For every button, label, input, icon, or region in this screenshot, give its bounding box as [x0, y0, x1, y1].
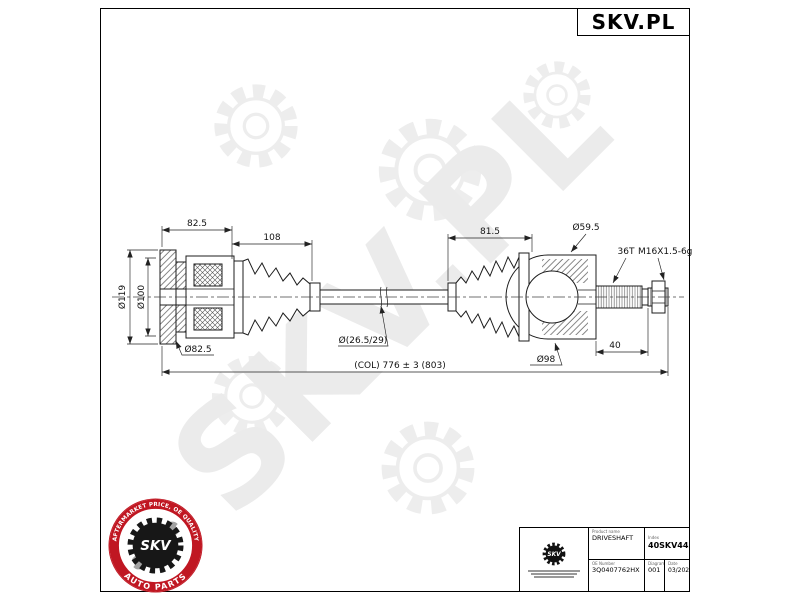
diagram-no-value: 001 [648, 565, 661, 574]
skv-badge: AFTERMARKET PRICE, OE QUALITY AUTO PARTS… [108, 498, 203, 593]
dia-shaft-label: Ø(26.5/29) [339, 335, 388, 346]
date-label: Date [668, 560, 678, 566]
inner-flange [159, 249, 187, 345]
drawing-frame [100, 8, 690, 592]
title-block-logo-text: SKV [547, 552, 561, 558]
dim-dia-shaft: Ø(26.5/29) [338, 305, 389, 347]
index-value: 40SKV443 [648, 540, 689, 550]
dim-81-5-label: 81.5 [480, 227, 500, 237]
diagram-no-label: Diagram No [648, 560, 665, 566]
dia-59-5-label: Ø59.5 [572, 222, 599, 233]
dim-spline-teeth: 36T [612, 247, 635, 284]
dim-40-label: 40 [609, 341, 621, 351]
dim-dia-82-5: Ø82.5 [175, 340, 214, 356]
driveshaft [112, 249, 684, 345]
dim-40: 40 [595, 308, 649, 356]
dim-108-label: 108 [263, 233, 280, 243]
index-label: Index [648, 534, 660, 540]
product-name-value: DRIVESHAFT [592, 534, 634, 542]
spline-teeth-label: 36T [618, 247, 635, 257]
diagram-no-cell: Diagram No 001 [645, 559, 665, 591]
dimension-annotations: 82.5 108 81.5 Ø59.5 36T [117, 219, 692, 376]
dim-dia-98: Ø98 [530, 342, 563, 366]
dia-119-label: Ø119 [117, 285, 128, 310]
thread-label: M16X1.5-6g [638, 247, 692, 257]
dia-100-label: Ø100 [136, 285, 147, 310]
brand-logo: SKV.PL [578, 9, 689, 35]
gear-icon: SKV [127, 517, 184, 574]
company-info-lines [528, 569, 580, 579]
overall-length-label: (COL) 776 ± 3 (803) [354, 361, 446, 371]
dim-82-5-label: 82.5 [187, 219, 207, 229]
dia-82-5-label: Ø82.5 [184, 344, 211, 355]
dim-81-5: 81.5 [447, 227, 533, 281]
index-cell: Index 40SKV443 [645, 528, 689, 560]
dim-thread: M16X1.5-6g [638, 247, 692, 281]
dim-dia-100: Ø100 [136, 257, 156, 337]
oe-number-cell: OE Number 3Q0407762HX [589, 559, 645, 591]
product-name-label: Product name [592, 529, 620, 534]
dim-overall: (COL) 776 ± 3 (803) [161, 307, 669, 376]
title-block-logo-cell: SKV [520, 528, 589, 591]
dim-dia-59-5: Ø59.5 [570, 222, 600, 253]
dia-98-label: Ø98 [537, 354, 556, 365]
date-value: 03/2023 [668, 566, 689, 574]
title-block: SKV Product name DRIVESHAFT Index 40SKV4… [519, 527, 689, 591]
brand-text: SKV.PL [591, 10, 676, 34]
title-block-gear-icon: SKV [542, 542, 566, 566]
dim-108: 108 [232, 233, 313, 281]
product-name-cell: Product name DRIVESHAFT [589, 528, 645, 560]
title-block-grid: Product name DRIVESHAFT Index 40SKV443 O… [589, 528, 689, 591]
badge-center-text: SKV [140, 539, 172, 554]
oe-number-value: 3Q0407762HX [592, 565, 640, 574]
oe-number-label: OE Number [592, 560, 616, 566]
date-cell: Date 03/2023 [665, 560, 689, 592]
dim-dia-119: Ø119 [117, 249, 158, 345]
